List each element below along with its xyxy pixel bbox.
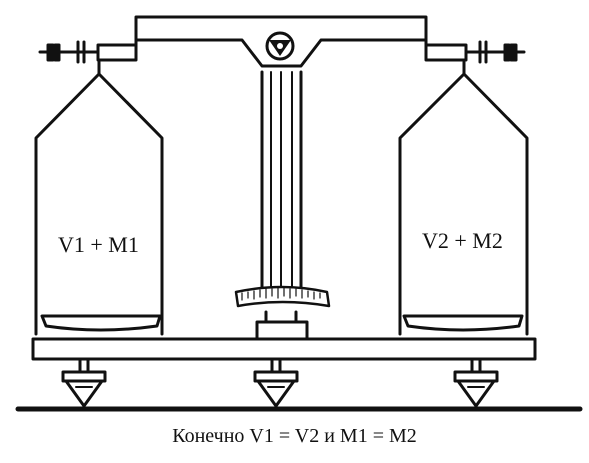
caption: Конечно V1 = V2 и M1 = M2	[172, 425, 417, 447]
left-pan	[40, 314, 162, 332]
right-foot	[453, 357, 499, 408]
graduated-scale	[234, 285, 331, 308]
left-pan-hanger	[34, 60, 164, 336]
left-pan-label: V1 + M1	[58, 232, 139, 257]
central-column	[255, 70, 309, 341]
right-pan	[402, 314, 524, 332]
pivot-knob	[265, 31, 295, 61]
center-foot	[253, 357, 299, 408]
base-plate	[31, 337, 537, 361]
right-pan-label: V2 + M2	[422, 228, 503, 253]
right-end-screw	[464, 40, 526, 64]
right-pan-hanger	[398, 60, 529, 336]
left-foot	[61, 357, 107, 408]
left-end-screw	[38, 40, 100, 64]
